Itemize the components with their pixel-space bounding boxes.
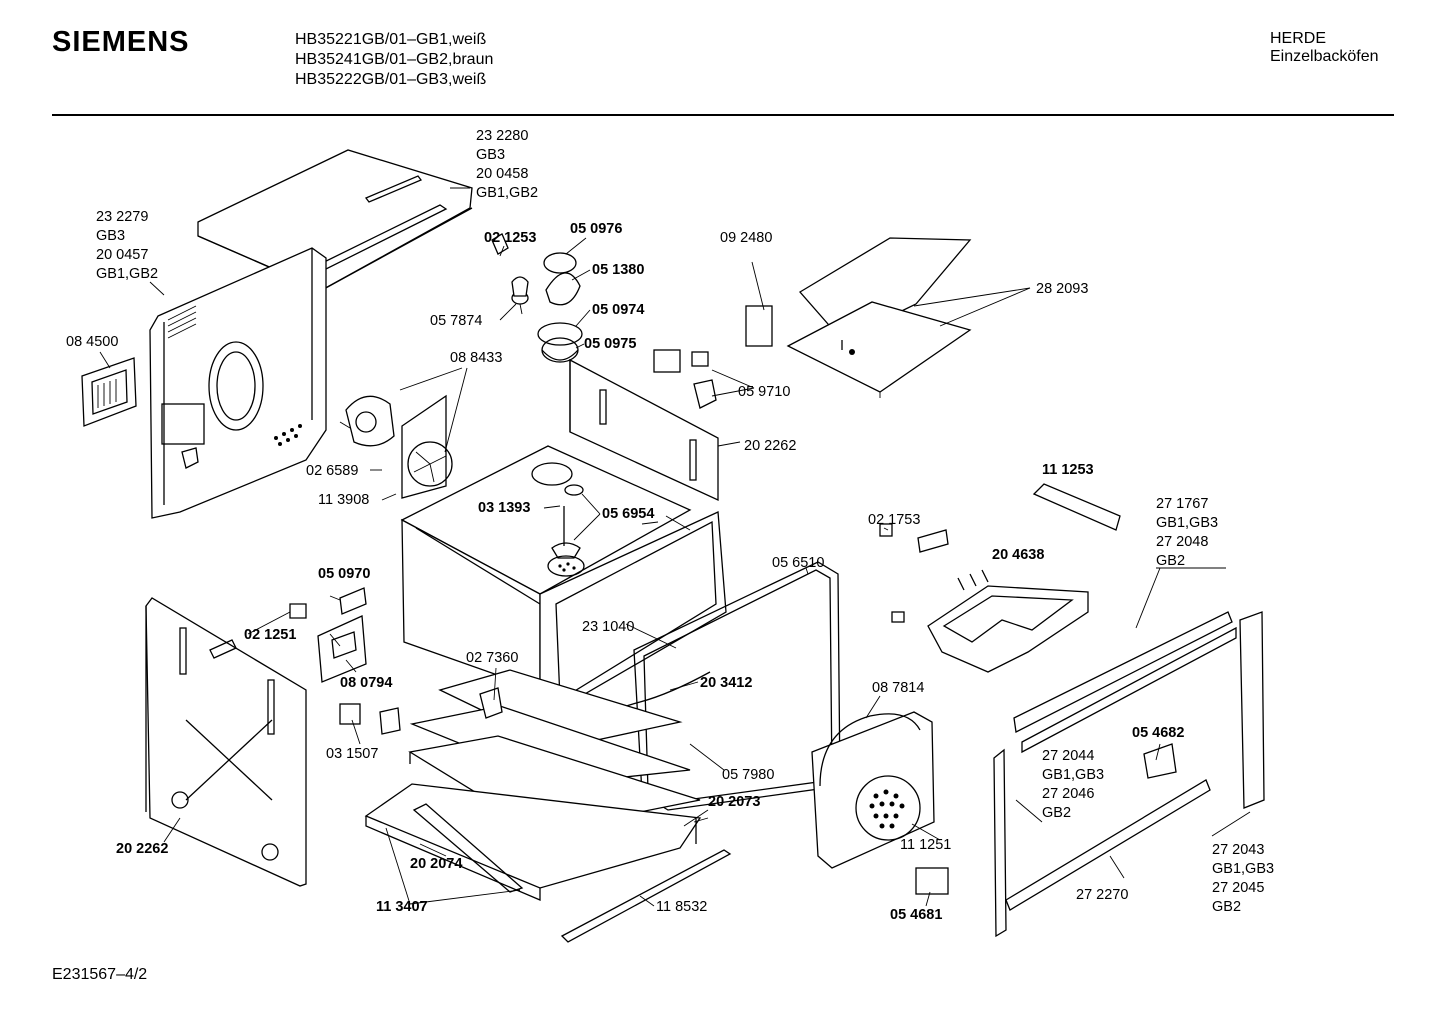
part-label: 05 0975 <box>584 336 636 352</box>
category-subtitle: Einzelbacköfen <box>1270 48 1379 65</box>
fan-motor-part <box>339 367 468 501</box>
part-label: 11 8532 <box>656 899 707 915</box>
part-label: 20 2073 <box>708 794 760 810</box>
part-label: GB1,GB3 <box>1212 861 1274 877</box>
leader-lines <box>163 237 1161 907</box>
part-label: 08 4500 <box>66 334 118 350</box>
part-label: 20 4638 <box>992 547 1044 563</box>
part-label: 27 2048 <box>1156 534 1208 550</box>
part-label: 11 1251 <box>900 837 951 853</box>
grill-support-part <box>745 237 1031 398</box>
model-line: HB35222GB/01–GB3,weiß <box>295 71 487 88</box>
part-label: 05 4681 <box>890 907 942 923</box>
part-labels: 23 2280 GB3 20 0458 GB1,GB2 23 2279 GB3 … <box>66 128 1274 923</box>
part-label: 02 1253 <box>484 230 536 246</box>
part-label: GB2 <box>1156 553 1185 569</box>
part-label: GB2 <box>1212 899 1241 915</box>
part-label: 02 7360 <box>466 650 518 666</box>
part-label: GB2 <box>1042 805 1071 821</box>
part-label: 02 1251 <box>244 627 296 643</box>
part-label: 27 2046 <box>1042 786 1094 802</box>
part-label: 05 9710 <box>738 384 790 400</box>
part-label: 20 0457 <box>96 247 148 263</box>
model-list: HB35221GB/01–GB1,weiß HB35241GB/01–GB2,b… <box>295 30 493 90</box>
part-label: GB1,GB2 <box>476 185 538 201</box>
part-label: 08 7814 <box>872 680 924 696</box>
category-block: HERDE Einzelbacköfen <box>1270 30 1379 66</box>
grill-element-part <box>879 523 1089 673</box>
fan-grille-holes <box>869 789 905 829</box>
back-panel-part <box>149 247 327 519</box>
drawing-number: E231567–4/2 <box>52 966 148 983</box>
part-label: 11 1253 <box>1042 462 1094 478</box>
part-label: 23 1040 <box>582 619 634 635</box>
part-label: 11 3908 <box>318 492 369 508</box>
left-side-wall-part <box>145 597 307 887</box>
vent-grille-part <box>81 351 137 427</box>
part-label: 27 2270 <box>1076 887 1128 903</box>
top-cover-part <box>197 149 473 296</box>
control-parts <box>289 587 401 735</box>
lamp-assembly-part <box>491 233 583 363</box>
part-label: GB3 <box>96 228 125 244</box>
part-label: 23 2279 <box>96 209 148 225</box>
part-label: 20 2074 <box>410 856 462 872</box>
header-divider <box>52 114 1394 116</box>
part-label: 02 1753 <box>868 512 920 528</box>
part-label: 27 1767 <box>1156 496 1208 512</box>
part-label: 28 2093 <box>1036 281 1088 297</box>
model-line: HB35241GB/01–GB2,braun <box>295 51 494 68</box>
part-label: 03 1507 <box>326 746 378 762</box>
part-label: GB1,GB3 <box>1156 515 1218 531</box>
part-label: 09 2480 <box>720 230 772 246</box>
category-title: HERDE <box>1270 30 1327 47</box>
part-label: 05 7874 <box>430 313 482 329</box>
part-label: GB1,GB2 <box>96 266 158 282</box>
part-label: 05 0974 <box>592 302 644 318</box>
switch-bracket-part <box>653 349 755 409</box>
rear-fan-part <box>811 711 949 895</box>
vent-slots <box>167 305 197 339</box>
brand-logo: SIEMENS <box>52 26 190 58</box>
part-label: GB3 <box>476 147 505 163</box>
part-label: 11 3407 <box>376 899 428 915</box>
right-frame-part <box>993 483 1265 938</box>
part-label: 08 0794 <box>340 675 392 691</box>
lower-frame-part <box>364 783 732 943</box>
part-label: 05 0970 <box>318 566 370 582</box>
bottom-plates-part <box>408 669 701 840</box>
part-label: 27 2043 <box>1212 842 1264 858</box>
part-label: 05 1380 <box>592 262 644 278</box>
part-label: 05 0976 <box>570 221 622 237</box>
part-label: 05 4682 <box>1132 725 1184 741</box>
part-label: 23 2280 <box>476 128 528 144</box>
part-label: 20 0458 <box>476 166 528 182</box>
part-label: 20 2262 <box>744 438 796 454</box>
part-label: 05 6954 <box>602 506 654 522</box>
oven-cavity-part <box>400 358 741 728</box>
part-label: 05 6510 <box>772 555 824 571</box>
part-label: 02 6589 <box>306 463 358 479</box>
part-label: 05 7980 <box>722 767 774 783</box>
part-label: 20 2262 <box>116 841 168 857</box>
model-line: HB35221GB/01–GB1,weiß <box>295 31 487 48</box>
part-label: GB1,GB3 <box>1042 767 1104 783</box>
part-label: 27 2044 <box>1042 748 1094 764</box>
part-label: 03 1393 <box>478 500 530 516</box>
part-label: 27 2045 <box>1212 880 1264 896</box>
part-label: 20 3412 <box>700 675 752 691</box>
part-label: 08 8433 <box>450 350 502 366</box>
vent-holes <box>274 424 302 446</box>
